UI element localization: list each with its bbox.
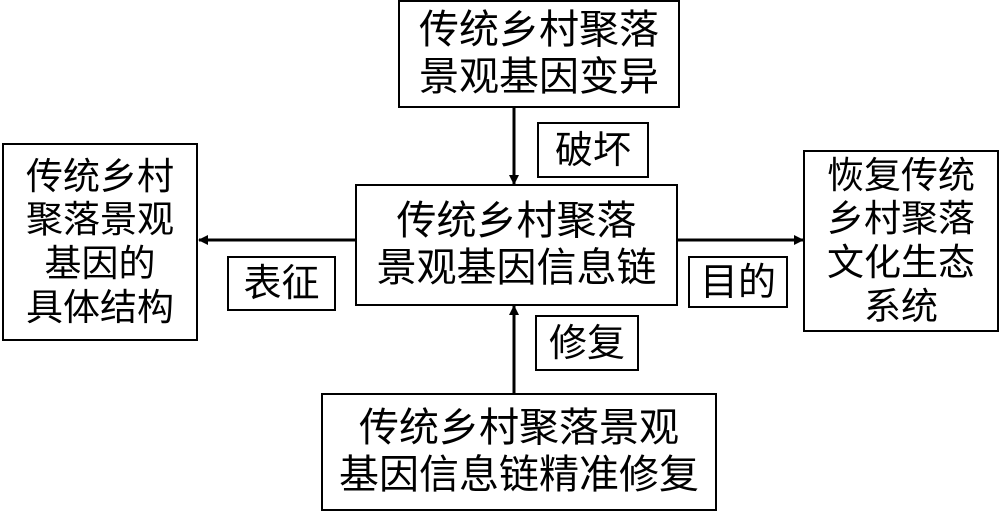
- node-gene-structure-line-4: 具体结构: [26, 285, 174, 329]
- node-gene-info-chain-line-1: 传统乡村聚落: [396, 197, 637, 244]
- node-gene-structure-line-3: 基因的: [44, 242, 156, 285]
- node-cultural-ecosystem-line-3: 文化生态: [827, 241, 975, 284]
- node-gene-info-chain: 传统乡村聚落 景观基因信息链: [355, 184, 678, 306]
- edge-label-represent-text: 表征: [243, 261, 320, 306]
- edge-label-repair-text: 修复: [548, 320, 625, 365]
- node-cultural-ecosystem-line-4: 系统: [864, 284, 938, 328]
- node-gene-variation-line-2: 景观基因变异: [419, 54, 659, 100]
- node-gene-structure: 传统乡村 聚落景观 基因的 具体结构: [2, 143, 198, 341]
- node-precise-repair-line-2: 基因信息链精准修复: [339, 452, 699, 498]
- node-cultural-ecosystem-line-2: 乡村聚落: [827, 197, 975, 241]
- node-gene-variation: 传统乡村聚落 景观基因变异: [398, 0, 680, 108]
- node-gene-info-chain-line-2: 景观基因信息链: [376, 245, 657, 291]
- node-cultural-ecosystem: 恢复传统 乡村聚落 文化生态 系统: [803, 150, 999, 332]
- node-precise-repair-line-1: 传统乡村聚落景观: [359, 404, 679, 451]
- node-gene-structure-line-2: 聚落景观: [26, 198, 174, 242]
- node-cultural-ecosystem-line-1: 恢复传统: [827, 153, 975, 197]
- edge-label-goal: 目的: [688, 256, 788, 308]
- node-gene-structure-line-1: 传统乡村: [26, 154, 174, 198]
- edge-label-destroy-text: 破坏: [554, 127, 631, 172]
- node-gene-variation-line-1: 传统乡村聚落: [419, 6, 659, 53]
- edge-label-represent: 表征: [227, 256, 336, 311]
- edge-label-goal-text: 目的: [699, 259, 776, 304]
- edge-label-repair: 修复: [535, 315, 639, 371]
- edge-label-destroy: 破坏: [537, 122, 649, 178]
- node-precise-repair: 传统乡村聚落景观 基因信息链精准修复: [321, 393, 717, 511]
